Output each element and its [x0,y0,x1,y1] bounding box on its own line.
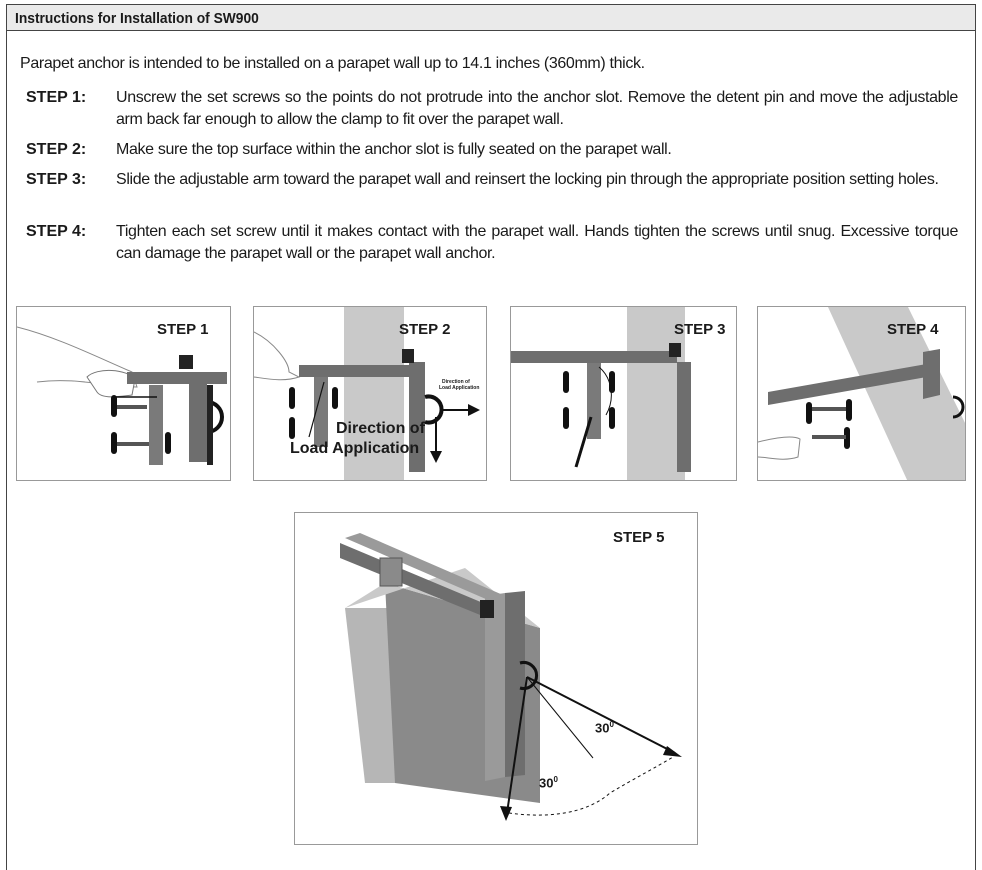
angle-degree-2: 0 [553,775,558,784]
figure-step-5: STEP 5 300 300 [294,512,698,845]
step-2-label: STEP 2: [26,141,87,158]
step-3-label: STEP 3: [26,171,87,188]
angle-label-2: 300 [539,775,558,790]
figure-step-2: STEP 2 Direction of Load Application Dir… [253,306,487,481]
step-4-text: Tighten each set screw until it makes co… [116,223,958,262]
step-3-text: Slide the adjustable arm toward the para… [116,171,939,188]
step-4-label: STEP 4: [26,223,87,240]
figure-step-4: STEP 4 [757,306,966,481]
angle-label-1: 300 [595,720,614,735]
step-1-illustration [17,326,227,465]
load-direction-small-2: Load Application [439,385,480,391]
step-2-illustration [254,307,480,480]
angle-value-2: 30 [539,775,554,791]
step-1-label: STEP 1: [26,89,87,106]
load-direction-label-1: Direction of [336,420,425,437]
step-2-row: STEP 2: Make sure the top surface within… [20,139,960,161]
step-4-figure-label: STEP 4 [887,321,939,338]
figure-step-3: STEP 3 [510,306,737,481]
step-4-illustration [758,307,965,480]
step-1-row: STEP 1: Unscrew the set screws so the po… [20,87,960,133]
step-5-illustration [340,533,682,821]
step-4-row: STEP 4: Tighten each set screw until it … [20,221,960,267]
angle-degree-1: 0 [609,720,614,729]
step-1-figure-label: STEP 1 [157,321,209,338]
intro-text: Parapet anchor is intended to be install… [20,55,645,72]
step-5-figure-label: STEP 5 [613,529,665,546]
step-3-illustration [511,307,691,480]
figure-step-1: STEP 1 [16,306,231,481]
step-3-figure-label: STEP 3 [674,321,726,338]
angle-value-1: 30 [595,720,610,736]
page-title: Instructions for Installation of SW900 [15,10,259,27]
step-3-row: STEP 3: Slide the adjustable arm toward … [20,169,960,215]
load-direction-label-2: Load Application [290,440,420,457]
instruction-sheet: Instructions for Installation of SW900 [6,4,976,870]
step-1-text: Unscrew the set screws so the points do … [116,89,958,128]
load-direction-small-1: Direction of [442,379,470,385]
step-2-text: Make sure the top surface within the anc… [116,141,672,158]
step-2-figure-label: STEP 2 [399,321,451,338]
title-bar: Instructions for Installation of SW900 [7,5,975,31]
